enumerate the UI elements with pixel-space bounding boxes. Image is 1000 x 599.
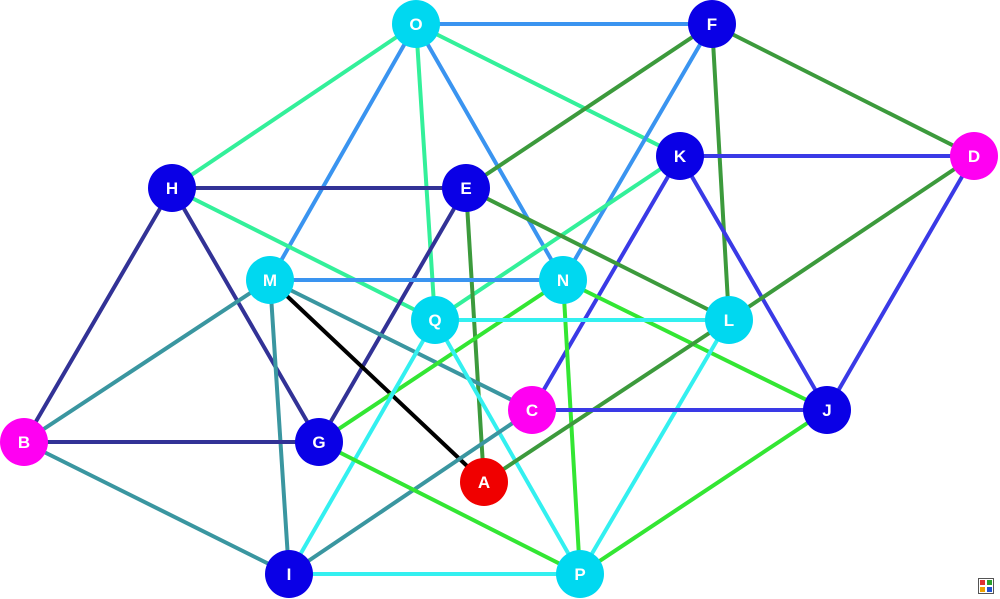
edge-q-p — [433, 318, 582, 576]
edge-f-l — [710, 22, 731, 322]
node-label: I — [287, 565, 292, 584]
node-label: P — [574, 565, 585, 584]
edge-n-g — [317, 278, 565, 444]
node-circle — [460, 458, 508, 506]
node-p: P — [556, 550, 604, 598]
node-circle — [539, 256, 587, 304]
edge-k-j — [678, 154, 829, 412]
node-circle — [295, 418, 343, 466]
node-h: H — [148, 164, 196, 212]
edge-f-e — [464, 22, 714, 190]
edge-o-h — [170, 22, 418, 190]
edge-k-q — [433, 154, 682, 322]
graph-tool-logo-icon — [978, 578, 994, 594]
node-l: L — [705, 296, 753, 344]
node-b: B — [0, 418, 48, 466]
node-label: E — [460, 179, 471, 198]
node-circle — [265, 550, 313, 598]
node-circle — [508, 386, 556, 434]
node-label: Q — [428, 311, 441, 330]
node-circle — [556, 550, 604, 598]
edge-e-a — [464, 186, 486, 484]
node-label: F — [707, 15, 717, 34]
node-q: Q — [411, 296, 459, 344]
node-c: C — [508, 386, 556, 434]
edge-k-c — [530, 154, 682, 412]
edge-m-b — [22, 278, 272, 444]
edge-o-k — [414, 22, 682, 158]
node-circle — [0, 418, 48, 466]
node-circle — [705, 296, 753, 344]
edge-c-i — [287, 408, 534, 576]
node-label: L — [724, 311, 734, 330]
node-circle — [392, 0, 440, 48]
node-label: O — [409, 15, 422, 34]
node-j: J — [803, 386, 851, 434]
node-o: O — [392, 0, 440, 48]
node-label: C — [526, 401, 538, 420]
node-a: A — [460, 458, 508, 506]
edge-e-g — [317, 186, 468, 444]
edge-o-q — [414, 22, 437, 322]
edge-f-n — [561, 22, 714, 282]
node-label: D — [968, 147, 980, 166]
edge-h-q — [170, 186, 437, 322]
edge-q-i — [287, 318, 437, 576]
node-e: E — [442, 164, 490, 212]
node-circle — [688, 0, 736, 48]
node-label: M — [263, 271, 277, 290]
node-circle — [148, 164, 196, 212]
edge-h-g — [170, 186, 321, 444]
edge-n-p — [561, 278, 582, 576]
node-label: B — [18, 433, 30, 452]
node-label: K — [674, 147, 687, 166]
node-circle — [656, 132, 704, 180]
edge-e-l — [464, 186, 731, 322]
node-circle — [246, 256, 294, 304]
edge-l-a — [482, 318, 731, 484]
node-label: G — [312, 433, 325, 452]
node-d: D — [950, 132, 998, 180]
edge-o-m — [268, 22, 418, 282]
node-circle — [803, 386, 851, 434]
edge-o-n — [414, 22, 565, 282]
edge-n-j — [561, 278, 829, 412]
edges-layer — [22, 22, 976, 576]
node-label: A — [478, 473, 490, 492]
edge-d-l — [727, 154, 976, 322]
node-circle — [950, 132, 998, 180]
node-label: J — [822, 401, 831, 420]
node-f: F — [688, 0, 736, 48]
edge-j-p — [578, 408, 829, 576]
edge-l-p — [578, 318, 731, 576]
edge-g-p — [317, 440, 582, 576]
edge-h-b — [22, 186, 174, 444]
node-i: I — [265, 550, 313, 598]
node-n: N — [539, 256, 587, 304]
edge-b-i — [22, 440, 291, 576]
node-m: M — [246, 256, 294, 304]
node-circle — [442, 164, 490, 212]
edge-m-c — [268, 278, 534, 412]
node-g: G — [295, 418, 343, 466]
node-circle — [411, 296, 459, 344]
edge-m-i — [268, 278, 291, 576]
edge-m-a — [268, 278, 486, 484]
edge-d-j — [825, 154, 976, 412]
edge-f-d — [710, 22, 976, 158]
node-label: N — [557, 271, 569, 290]
node-k: K — [656, 132, 704, 180]
node-label: H — [166, 179, 178, 198]
